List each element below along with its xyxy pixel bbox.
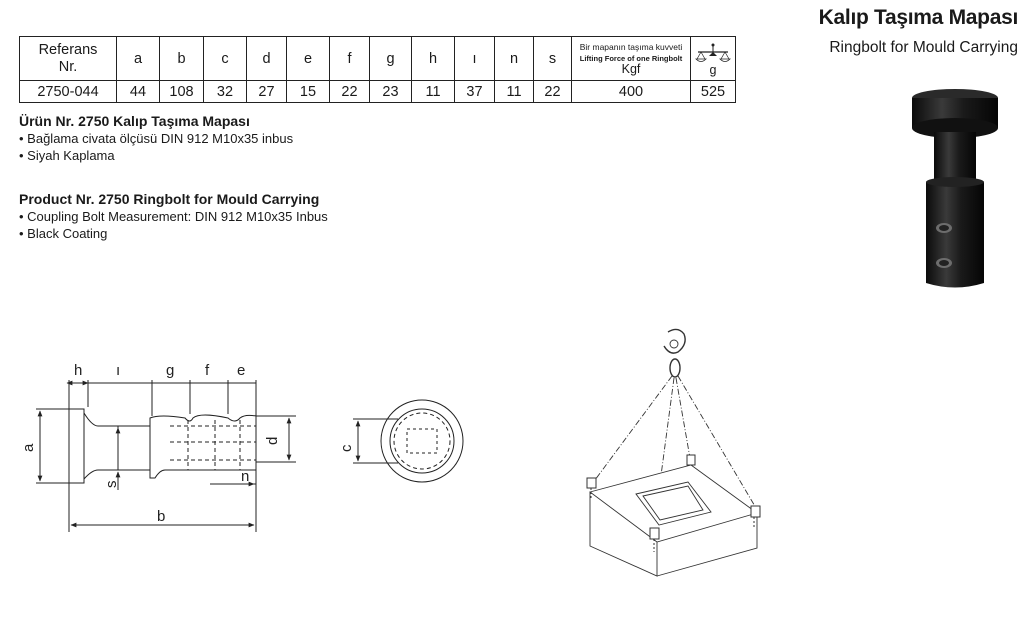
ringbolt-photo (912, 89, 998, 288)
dim-label-n: n (241, 468, 249, 485)
lifting-illustration (586, 328, 761, 577)
value-cell-f: 22 (329, 80, 370, 103)
scale-icon (695, 43, 731, 62)
value-cell-g: 23 (369, 80, 412, 103)
col-header-d: d (246, 36, 287, 81)
english-bullet: • Black Coating (19, 226, 108, 241)
dim-label-i: ı (116, 362, 120, 379)
dim-label-d: d (264, 437, 281, 445)
dim-label-f: f (205, 362, 210, 379)
value-cell-s: 22 (533, 80, 572, 103)
table-row: 2750-044 44 108 32 27 15 22 23 11 37 11 … (19, 80, 736, 103)
english-bullet: • Coupling Bolt Measurement: DIN 912 M10… (19, 209, 328, 224)
english-heading: Product Nr. 2750 Ringbolt for Mould Carr… (19, 191, 320, 207)
dim-label-g: g (166, 362, 174, 379)
turkish-bullet: • Bağlama civata ölçüsü DIN 912 M10x35 i… (19, 131, 294, 146)
ref-cell: 2750-044 (19, 80, 117, 103)
col-header-c: c (203, 36, 247, 81)
english-description: Product Nr. 2750 Ringbolt for Mould Carr… (19, 191, 328, 242)
turkish-description: Ürün Nr. 2750 Kalıp Taşıma Mapası • Bağl… (19, 113, 293, 164)
col-header-g: g (369, 36, 412, 81)
col-header-a: a (116, 36, 160, 81)
side-view-drawing (36, 380, 296, 532)
weight-header: g (690, 36, 736, 81)
value-cell-e: 15 (286, 80, 330, 103)
weight-value-cell: 525 (690, 80, 736, 103)
value-cell-a: 44 (116, 80, 160, 103)
col-header-i: ı (454, 36, 495, 81)
dim-label-b: b (157, 508, 165, 525)
value-cell-h: 11 (411, 80, 455, 103)
dim-label-h: h (74, 362, 82, 379)
end-view-drawing (353, 399, 464, 483)
ref-header: Referans Nr. (19, 36, 117, 81)
value-cell-b: 108 (159, 80, 204, 103)
dim-label-e: e (237, 362, 245, 379)
table-header-row: Referans Nr. a b c d e f g h ı n s Bir m… (19, 36, 736, 81)
dim-label-s: s (103, 481, 120, 489)
col-header-f: f (329, 36, 370, 81)
page-subtitle: Ringbolt for Mould Carrying (829, 39, 1018, 56)
turkish-bullet: • Siyah Kaplama (19, 148, 115, 163)
dim-label-a: a (20, 443, 37, 452)
value-cell-d: 27 (246, 80, 287, 103)
turkish-heading: Ürün Nr. 2750 Kalıp Taşıma Mapası (19, 113, 250, 129)
dim-label-c: c (338, 444, 355, 452)
lift-force-header: Bir mapanın taşıma kuvveti Lifting Force… (571, 36, 691, 81)
side-view-labels: h ı g f e a s b n d (20, 362, 281, 525)
col-header-h: h (411, 36, 455, 81)
value-cell-c: 32 (203, 80, 247, 103)
page-title: Kalıp Taşıma Mapası (818, 6, 1019, 29)
spec-table: Referans Nr. a b c d e f g h ı n s Bir m… (19, 36, 736, 103)
